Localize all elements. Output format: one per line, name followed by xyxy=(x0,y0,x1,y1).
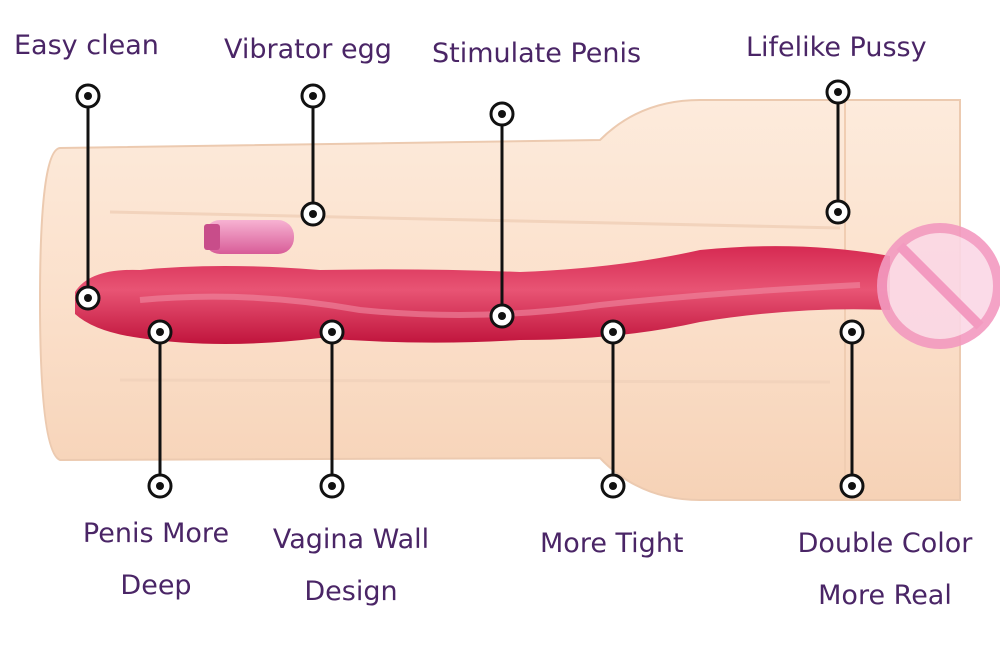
callout-vagina-wall-design xyxy=(319,319,345,499)
callout-lifelike-pussy xyxy=(825,79,851,225)
label-stimulate-penis: Stimulate Penis xyxy=(432,38,642,69)
label-penis-more-deep: Penis More Deep xyxy=(82,518,230,601)
vibrator-egg xyxy=(204,220,294,254)
label-more-tight: More Tight xyxy=(540,528,684,559)
callout-vibrator-egg xyxy=(300,83,326,227)
callout-stimulate-penis xyxy=(489,101,515,329)
label-easy-clean: Easy clean xyxy=(14,30,159,61)
label-vagina-wall-design: Vagina Wall Design xyxy=(272,524,430,607)
label-double-color: Double Color More Real xyxy=(797,528,973,611)
label-vibrator-egg: Vibrator egg xyxy=(224,34,392,65)
callout-more-tight xyxy=(600,319,626,499)
callout-easy-clean xyxy=(75,83,101,311)
prohibition-sign-icon xyxy=(877,223,1000,349)
callout-double-color xyxy=(839,319,865,499)
callout-penis-more-deep xyxy=(147,319,173,499)
label-lifelike-pussy: Lifelike Pussy xyxy=(746,32,927,63)
